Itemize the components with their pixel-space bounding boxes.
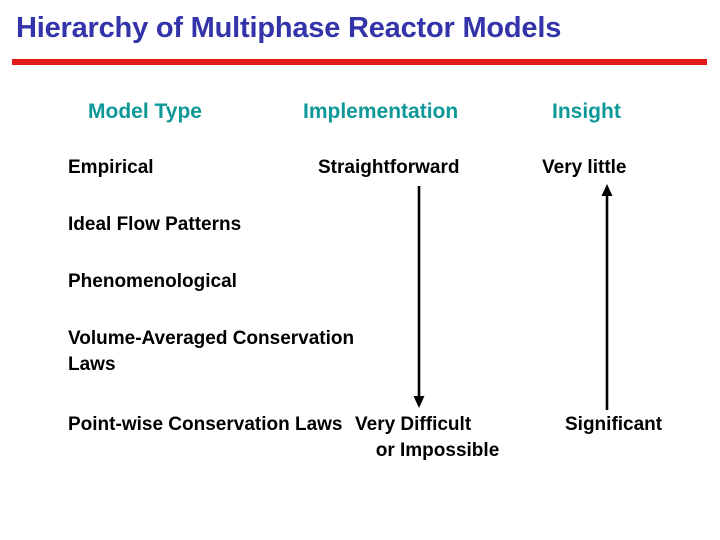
table-cell-implementation-straightforward: Straightforward [318, 157, 460, 178]
table-row-model-type-ideal-flow-patterns: Ideal Flow Patterns [68, 214, 242, 235]
implementation-difficult-line-2: or Impossible [375, 440, 500, 461]
table-row-model-type-phenomenological: Phenomenological [68, 271, 237, 292]
table-row-model-type-volume-averaged-conservation-laws: Volume-Averaged Conservation Laws [68, 328, 355, 375]
column-header-insight: Insight [552, 100, 621, 123]
table-row-model-type-point-wise-conservation-laws: Point-wise Conservation Laws [68, 414, 343, 435]
table-cell-insight-significant: Significant [565, 414, 663, 435]
implementation-difficult-line-1: Very Difficult [355, 414, 472, 435]
page-title: Hierarchy of Multiphase Reactor Models [16, 12, 562, 44]
implementation-difficulty-arrow [413, 186, 425, 408]
column-header-implementation: Implementation [303, 100, 459, 123]
table-cell-insight-very-little: Very little [542, 157, 627, 178]
column-header-model-type: Model Type [88, 100, 202, 123]
table-row-model-type-empirical: Empirical [68, 157, 154, 178]
title-underline-rule [12, 59, 707, 65]
insight-gain-arrow [601, 184, 613, 410]
table-cell-implementation-very-difficult: Very Difficult or Impossible [355, 412, 520, 464]
